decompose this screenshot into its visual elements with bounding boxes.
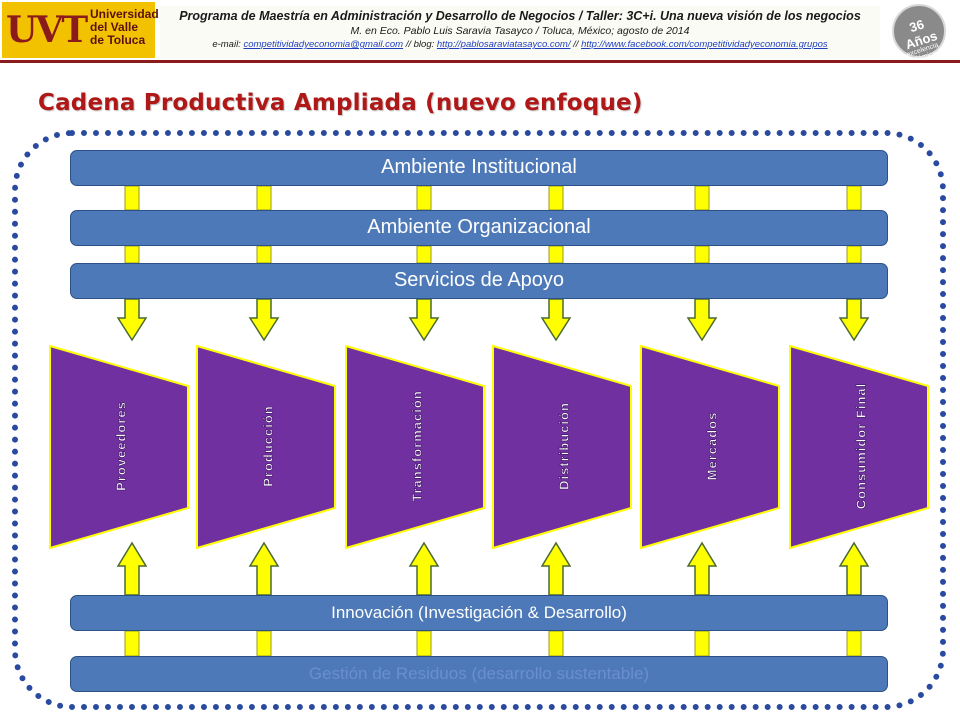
- connector-lower-1: [124, 630, 140, 657]
- down-arrow-6: [838, 298, 870, 342]
- stage-shape-2: [196, 344, 336, 550]
- logo-mark: UVT: [6, 9, 88, 51]
- bar-innovacion: Innovación (Investigación & Desarrollo): [70, 595, 888, 631]
- header-titles: Programa de Maestría en Administración y…: [160, 6, 880, 58]
- connector-lower-3: [416, 630, 432, 657]
- connector-middle-5: [694, 245, 710, 264]
- connector-upper-2: [256, 185, 272, 211]
- dashed-frame: [12, 130, 946, 710]
- connector-lower-6: [846, 630, 862, 657]
- university-logo: UVT Universidad del Valle de Toluca: [2, 2, 159, 58]
- stage-label-6: Consumidor Final: [853, 383, 868, 510]
- up-arrow-2: [248, 541, 280, 596]
- author-line: M. en Eco. Pablo Luis Saravia Tasayco / …: [350, 25, 690, 37]
- stage-shape-1: [49, 344, 189, 550]
- up-arrow-6: [838, 541, 870, 596]
- facebook-link[interactable]: http://www.facebook.com/competitividadye…: [581, 39, 828, 50]
- up-arrow-1: [116, 541, 148, 596]
- logo-text: Universidad del Valle de Toluca: [90, 7, 159, 47]
- connector-lower-2: [256, 630, 272, 657]
- down-arrow-1: [116, 298, 148, 342]
- connector-lower-5: [694, 630, 710, 657]
- stage-label-5: Mercados: [704, 412, 719, 481]
- blog-link[interactable]: http://pablosaraviatasayco.com/: [436, 39, 571, 50]
- connector-middle-3: [416, 245, 432, 264]
- connector-upper-5: [694, 185, 710, 211]
- stage-label-2: Producción: [260, 405, 275, 487]
- stage-shape-5: [640, 344, 780, 550]
- bar-ambiente-institucional: Ambiente Institucional: [70, 150, 888, 186]
- slide-header: UVT Universidad del Valle de Toluca Prog…: [0, 0, 960, 67]
- connector-upper-1: [124, 185, 140, 211]
- down-arrow-4: [540, 298, 572, 342]
- connector-lower-4: [548, 630, 564, 657]
- up-arrow-4: [540, 541, 572, 596]
- contact-line: e-mail: competitividadyeconomia@gmail.co…: [212, 39, 828, 50]
- connector-middle-6: [846, 245, 862, 264]
- connector-upper-4: [548, 185, 564, 211]
- down-arrow-5: [686, 298, 718, 342]
- connector-middle-4: [548, 245, 564, 264]
- stage-shape-3: [345, 344, 485, 550]
- stage-shape-6: [789, 344, 929, 550]
- bar-ambiente-organizacional: Ambiente Organizacional: [70, 210, 888, 246]
- program-title: Programa de Maestría en Administración y…: [179, 9, 861, 23]
- email-link[interactable]: competitividadyeconomia@gmail.com: [243, 39, 404, 50]
- connector-middle-1: [124, 245, 140, 264]
- stage-shape-4: [492, 344, 632, 550]
- connector-upper-6: [846, 185, 862, 211]
- up-arrow-3: [408, 541, 440, 596]
- down-arrow-3: [408, 298, 440, 342]
- down-arrow-2: [248, 298, 280, 342]
- up-arrow-5: [686, 541, 718, 596]
- connector-middle-2: [256, 245, 272, 264]
- stage-label-3: Transformación: [409, 390, 424, 502]
- stage-label-4: Distribución: [556, 402, 571, 490]
- connector-upper-3: [416, 185, 432, 211]
- anniversary-badge: 36 Años de excelencia académica: [892, 4, 946, 67]
- bar-servicios-de-apoyo: Servicios de Apoyo: [70, 263, 888, 299]
- header-divider: [0, 60, 960, 63]
- stage-label-1: Proveedores: [113, 401, 128, 491]
- bar-gestion-de-residuos: Gestión de Residuos (desarrollo sustenta…: [70, 656, 888, 692]
- slide-title: Cadena Productiva Ampliada (nuevo enfoqu…: [38, 90, 643, 116]
